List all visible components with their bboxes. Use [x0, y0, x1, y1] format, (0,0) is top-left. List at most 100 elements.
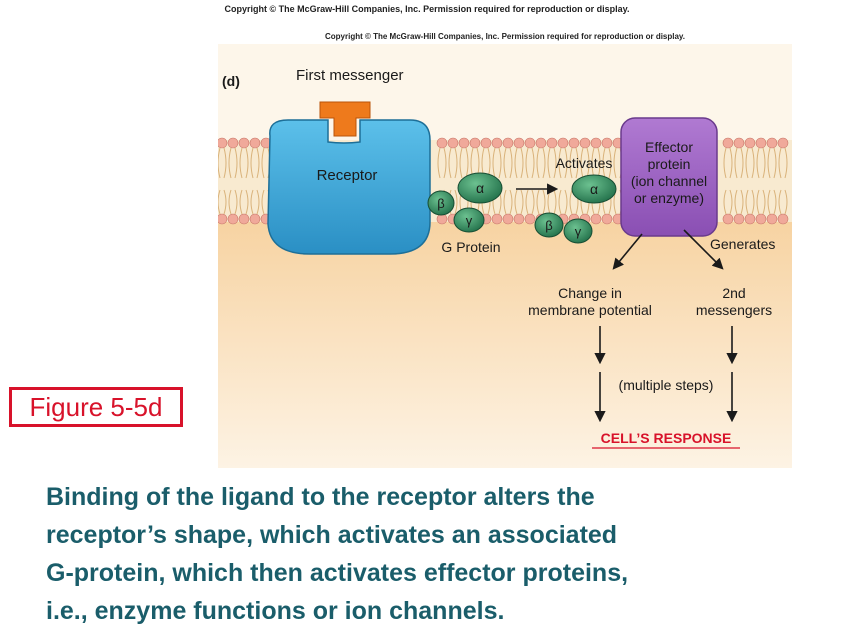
phospholipid-tail — [608, 147, 612, 179]
phospholipid-tail — [569, 147, 573, 179]
phospholipid-head — [557, 137, 569, 149]
phospholipid-tail — [740, 189, 744, 215]
phospholipid-tail — [602, 147, 606, 179]
phospholipid-tail — [454, 147, 458, 179]
phospholipid-tail — [751, 189, 755, 215]
phospholipid-head — [535, 137, 547, 149]
phospholipid-tail — [228, 147, 232, 179]
first-messenger-ligand — [319, 101, 371, 137]
phospholipid-tail — [751, 147, 755, 179]
g-protein-label: G Protein — [441, 239, 500, 255]
phospholipid-tail — [531, 147, 535, 179]
effector-label-line: (ion channel — [631, 173, 707, 189]
phospholipid-tail — [734, 147, 738, 179]
second-messengers-label-line: 2nd — [722, 285, 745, 301]
phospholipid-tail — [778, 147, 782, 179]
membrane-potential-label-line: Change in — [558, 285, 622, 301]
copyright-notice-inner: Copyright © The McGraw-Hill Companies, I… — [324, 32, 686, 41]
phospholipid-tail — [531, 189, 535, 215]
phospholipid-tail — [223, 189, 227, 215]
arrow-to-second-messengers — [683, 229, 724, 270]
phospholipid-head — [227, 213, 239, 225]
phospholipid-tail — [729, 189, 733, 215]
receptor-protein — [267, 119, 431, 255]
phospholipid-tail — [234, 189, 238, 215]
figure-label: Figure 5-5d — [9, 387, 183, 427]
effector-protein — [620, 117, 718, 237]
phospholipid-tail — [228, 189, 232, 215]
phospholipid-tail — [778, 189, 782, 215]
caption: Binding of the ligand to the receptor al… — [46, 478, 836, 630]
phospholipid-tail — [492, 147, 496, 179]
phospholipid-head — [546, 137, 558, 149]
alpha-subunit-label: α — [476, 180, 484, 196]
phospholipid-head — [502, 213, 514, 225]
phospholipid-head — [733, 213, 745, 225]
phospholipid-tail — [239, 189, 243, 215]
phospholipid-tail — [767, 189, 771, 215]
g-protein-inactive: α β γ — [427, 172, 503, 233]
phospholipid-head — [601, 213, 613, 225]
phospholipid-tail — [723, 147, 727, 179]
phospholipid-tail — [520, 147, 524, 179]
phospholipid-tail — [459, 147, 463, 179]
phospholipid-tail — [740, 147, 744, 179]
phospholipid-tail — [256, 147, 260, 179]
caption-line: receptor’s shape, which activates an ass… — [46, 521, 618, 549]
phospholipid-tail — [723, 189, 727, 215]
phospholipid-head — [491, 213, 503, 225]
phospholipid-head — [227, 137, 239, 149]
phospholipid-tail — [734, 189, 738, 215]
alpha-active-label: α — [590, 181, 598, 197]
phospholipid-tail — [234, 147, 238, 179]
phospholipid-tail — [542, 189, 546, 215]
phospholipid-tail — [239, 147, 243, 179]
caption-line: i.e., enzyme functions or ion channels. — [46, 597, 505, 625]
cells-response-label: CELL’S RESPONSE — [601, 430, 732, 446]
phospholipid-tail — [498, 147, 502, 179]
phospholipid-tail — [448, 147, 452, 179]
phospholipid-head — [524, 213, 536, 225]
activates-label: Activates — [556, 155, 613, 171]
phospholipid-tail — [509, 189, 513, 215]
phospholipid-tail — [256, 189, 260, 215]
beta-subunit-label: β — [437, 196, 444, 211]
phospholipid-tail — [250, 147, 254, 179]
phospholipid-head — [502, 137, 514, 149]
panel-letter: (d) — [222, 73, 240, 89]
phospholipid-head — [744, 137, 756, 149]
phospholipid-head — [524, 137, 536, 149]
phospholipid-tail — [437, 147, 441, 179]
phospholipid-head — [436, 137, 448, 149]
phospholipid-head — [579, 137, 591, 149]
phospholipid-head — [249, 213, 261, 225]
phospholipid-tail — [784, 147, 788, 179]
arrow-to-membrane-potential — [612, 233, 643, 270]
phospholipid-tail — [784, 189, 788, 215]
phospholipid-head — [513, 137, 525, 149]
first-messenger-label: First messenger — [296, 67, 404, 84]
phospholipid-head — [722, 137, 734, 149]
phospholipid-tail — [762, 147, 766, 179]
phospholipid-tail — [558, 189, 562, 215]
phospholipid-tail — [454, 189, 458, 215]
phospholipid-head — [480, 137, 492, 149]
phospholipid-head — [469, 137, 481, 149]
effector-label-line: protein — [648, 156, 691, 172]
phospholipid-tail — [536, 147, 540, 179]
membrane-potential-label-line: membrane potential — [528, 302, 652, 318]
phospholipid-head — [491, 137, 503, 149]
gamma-released-label: γ — [575, 224, 582, 239]
phospholipid-tail — [547, 147, 551, 179]
generates-label: Generates — [710, 236, 775, 252]
phospholipid-tail — [745, 147, 749, 179]
phospholipid-head — [513, 213, 525, 225]
phospholipid-tail — [575, 147, 579, 179]
phospholipid-tail — [536, 189, 540, 215]
phospholipid-tail — [261, 147, 265, 179]
phospholipid-tail — [218, 189, 221, 215]
phospholipid-tail — [245, 189, 249, 215]
